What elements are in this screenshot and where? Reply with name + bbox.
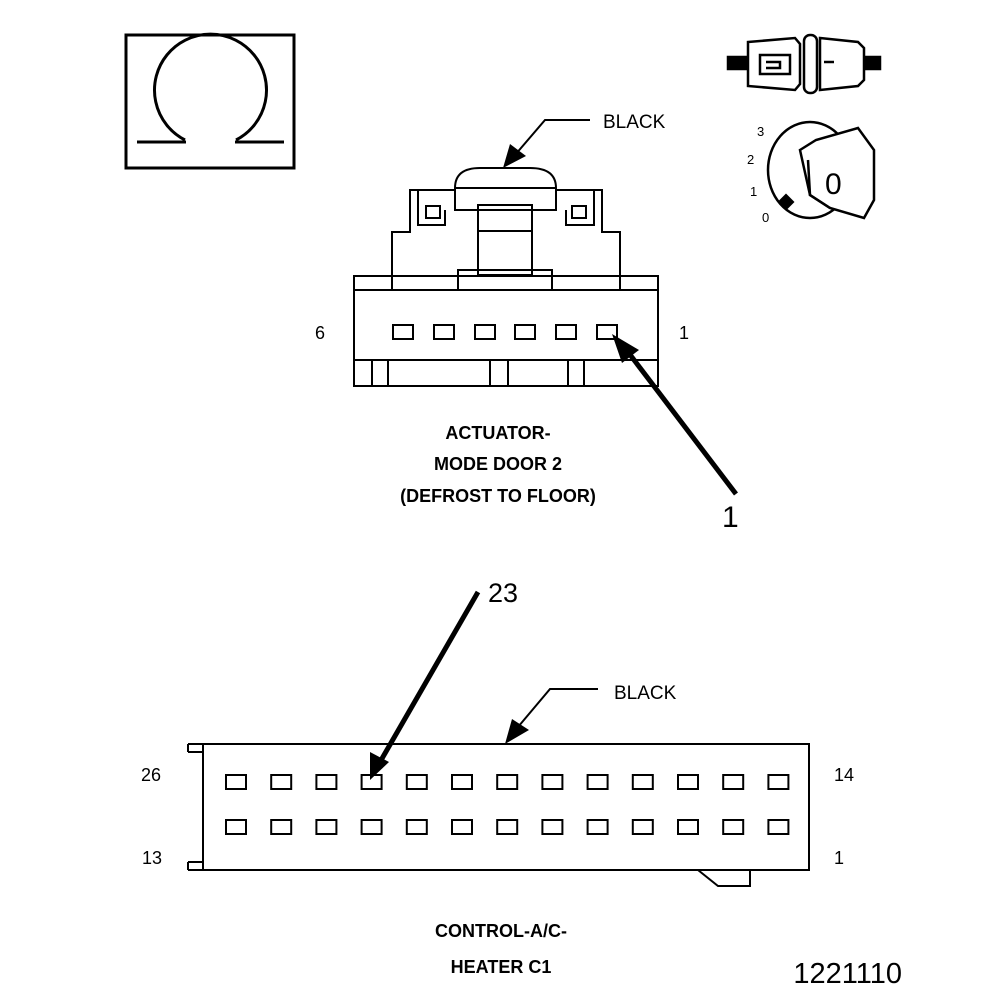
heater-pin-14-label: 14 [834,765,854,785]
heater-pin-1 [767,819,790,835]
heater-connector [187,743,810,887]
heater-pin-26-label: 26 [141,765,161,785]
actuator-pin-left-label: 6 [315,323,325,343]
heater-pin-21 [451,774,473,790]
actuator-pin-1 [596,324,618,340]
actuator-name-line-1: ACTUATOR- [445,423,550,443]
heater-pin-11 [315,819,338,835]
actuator-name-line-3: (DEFROST TO FLOOR) [400,486,596,506]
heater-pin-grid [225,774,790,835]
heater-pin-10 [360,819,383,835]
ignition-position-1: 1 [750,184,757,199]
ignition-position-3: 3 [757,124,764,139]
ignition-key-icon: 3 2 1 0 0 [747,120,876,225]
actuator-color-leader [503,119,590,168]
actuator-connector [353,167,659,387]
heater-pin-15 [722,774,745,790]
ignition-position-0: 0 [762,210,769,225]
heater-pin-4 [631,819,654,835]
heater-pin-3 [677,819,699,835]
actuator-pin-3 [514,324,536,340]
heater-pin-13-label: 13 [142,848,162,868]
actuator-pin-6 [392,324,414,340]
actuator-name-line-2: MODE DOOR 2 [434,454,562,474]
heater-color-leader [505,688,598,744]
figure-number: 1221110 [793,958,902,990]
heater-pin-1-label: 1 [834,848,844,868]
heater-pin-13 [225,819,247,835]
actuator-pin-right-label: 1 [679,323,689,343]
callout-arrow-23 [370,590,481,780]
heater-pin-14 [767,774,790,790]
callout-label-1: 1 [722,501,739,534]
heater-pin-24 [315,774,338,790]
heater-pin-19 [541,774,564,790]
actuator-pin-2 [555,324,577,340]
heater-pin-17 [631,774,654,790]
actuator-pin-row [392,324,618,340]
actuator-pin-4 [474,324,496,340]
heater-pin-8 [451,819,473,835]
heater-pin-18 [586,774,609,790]
heater-pin-25 [270,774,293,790]
heater-pin-22 [405,774,428,790]
ohm-symbol [124,32,296,170]
callout-label-23: 23 [488,578,518,608]
ignition-key-label: 0 [825,168,842,201]
heater-pin-26 [225,774,247,790]
heater-pin-5 [586,819,609,835]
ignition-position-2: 2 [747,152,754,167]
ohm-frame [124,33,296,170]
heater-pin-7 [496,819,519,835]
heater-pin-12 [270,819,293,835]
heater-pin-2 [722,819,745,835]
heater-pin-16 [677,774,699,790]
heater-pin-6 [541,819,564,835]
callout-arrow-1 [612,334,738,496]
heater-name-line-1: CONTROL-A/C- [435,921,567,941]
heater-name-line-2: HEATER C1 [451,957,552,977]
ohm-icon [137,32,284,144]
heater-color-label: BLACK [614,683,677,704]
connector-icon [726,33,882,95]
actuator-color-label: BLACK [603,112,666,133]
heater-pin-20 [496,774,519,790]
actuator-pin-5 [433,324,455,340]
heater-pin-9 [405,819,428,835]
